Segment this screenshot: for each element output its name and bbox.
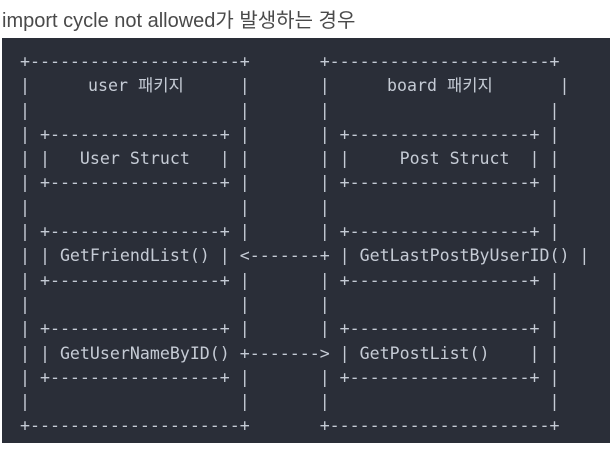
code-block-panel: +---------------------+ +---------------… [2,38,610,443]
user-package-label: user 패키지 [88,76,184,96]
ascii-diagram: +---------------------+ +---------------… [19,52,590,436]
board-package-label: board 패키지 [387,76,493,96]
page-title: import cycle not allowed가 발생하는 경우 [2,10,356,32]
